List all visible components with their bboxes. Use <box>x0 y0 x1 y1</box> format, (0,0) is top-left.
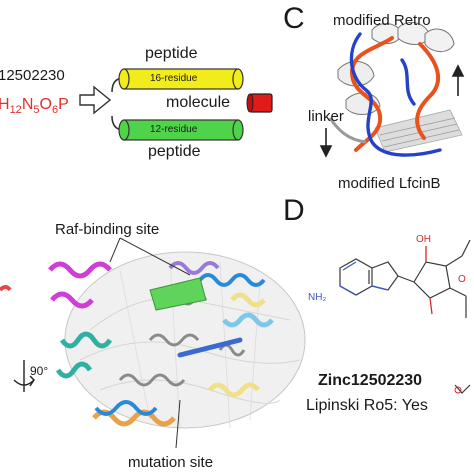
panel-d-label: D <box>283 194 305 227</box>
blue-helix <box>94 273 266 416</box>
formula-n: N <box>21 96 34 113</box>
raf-binding-site-label: Raf-binding site <box>55 221 160 238</box>
purple-helix <box>168 261 220 275</box>
lipinski-label: Lipinski Ro5: Yes <box>306 397 428 414</box>
nh2-label: NH₂ <box>308 292 327 303</box>
zinc-id-fragment: 12502230 <box>0 67 65 84</box>
formula-sub-12: 12 <box>9 104 22 117</box>
green-cylinder-12-residue <box>118 119 244 141</box>
formula-fragment: H12N5O6P <box>0 96 69 116</box>
compound-name: Zinc12502230 <box>318 372 423 389</box>
white-helix-top <box>371 21 455 52</box>
mutation-site-line <box>175 399 181 449</box>
linker-label: linker <box>308 108 344 125</box>
surface-mesh <box>64 251 306 431</box>
residue-12-label: 12-residue <box>150 124 198 135</box>
raf-site-line-2 <box>119 237 191 276</box>
peptide-top-label: peptide <box>145 45 198 62</box>
rotation-arrow <box>13 360 35 392</box>
blue-strand <box>177 337 243 358</box>
magenta-helix <box>48 261 112 309</box>
structure-atom-colors <box>339 246 462 394</box>
sky-blue-helix <box>222 312 274 328</box>
ring-oxygen-label: O <box>458 274 466 285</box>
formula-sub-5: 5 <box>33 104 40 117</box>
modified-retro-label: modified Retro <box>333 12 431 29</box>
green-sheet <box>149 277 207 311</box>
molecule-label: molecule <box>166 94 231 111</box>
formula-h: H <box>0 96 10 113</box>
residue-16-label: 16-residue <box>150 73 198 84</box>
grey-loop <box>328 117 367 144</box>
oh-label: OH <box>416 234 431 245</box>
left-red-fragment <box>0 285 12 292</box>
rotation-label: 90° <box>30 364 49 378</box>
yellow-cylinder-16-residue <box>118 68 244 90</box>
modified-lfcinb-label: modified LfcinB <box>338 175 441 192</box>
linker-arrow <box>319 128 333 158</box>
mutation-site-label: mutation site <box>128 454 214 471</box>
raf-site-line <box>109 237 121 263</box>
formula-o: O <box>39 96 52 113</box>
up-arrow <box>451 64 465 96</box>
hollow-arrow <box>79 85 112 115</box>
blue-ribbon <box>349 32 442 157</box>
formula-p: P <box>58 96 69 113</box>
teal-helix <box>55 331 113 379</box>
red-molecule-block <box>246 93 273 113</box>
red-ribbon <box>349 36 441 152</box>
light-yellow-helix <box>208 292 266 398</box>
panel-c-label: C <box>283 2 305 35</box>
peptide-bottom-label: peptide <box>148 143 201 160</box>
formula-sub-6: 6 <box>51 104 59 117</box>
